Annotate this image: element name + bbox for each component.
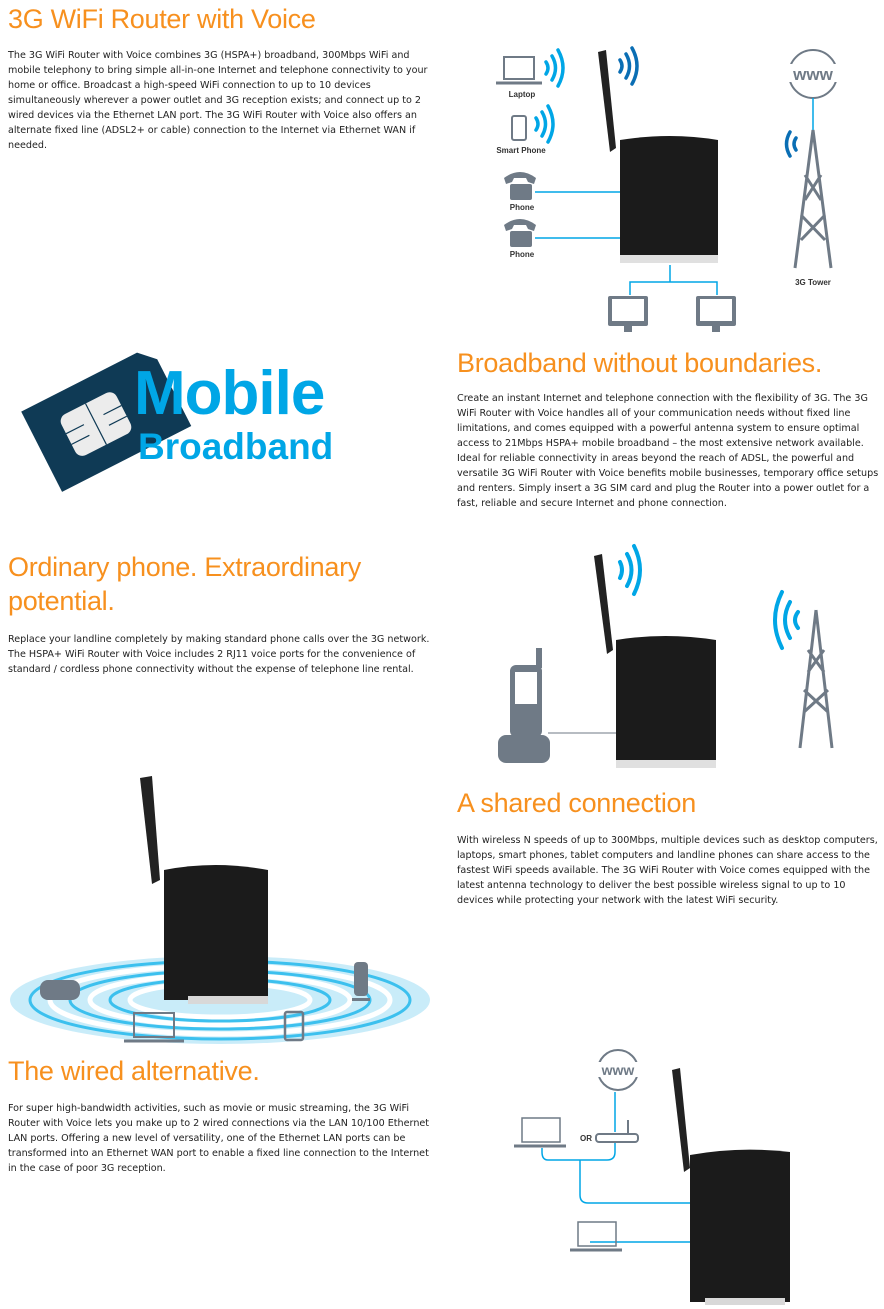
wifi-waves-icon bbox=[534, 104, 555, 144]
section-paragraph: Ideal for reliable connectivity in areas… bbox=[457, 453, 879, 509]
signal-waves-icon bbox=[773, 590, 800, 650]
svg-text:www: www bbox=[792, 65, 833, 84]
phone-diagram bbox=[470, 540, 884, 780]
phone-icon bbox=[504, 219, 536, 247]
signal-waves-icon bbox=[784, 130, 798, 158]
router-image bbox=[598, 50, 718, 263]
modem-icon bbox=[595, 1120, 639, 1143]
media-player-icon bbox=[352, 962, 370, 1001]
game-controller-icon bbox=[40, 980, 80, 1000]
section-paragraph: Replace your landline completely by maki… bbox=[8, 634, 430, 675]
smartphone-icon bbox=[511, 115, 527, 141]
page-title: 3G WiFi Router with Voice bbox=[8, 4, 316, 34]
cable-line bbox=[541, 1092, 690, 1243]
cable-line bbox=[629, 265, 718, 295]
section-phone: Ordinary phone. Extraordinary potential.… bbox=[8, 550, 438, 677]
wired-diagram: www OR bbox=[490, 1040, 884, 1309]
logo-broadband-text: Broadband bbox=[138, 426, 334, 467]
phone-label: Phone bbox=[509, 250, 535, 259]
router-image bbox=[140, 776, 268, 1004]
phone-icon bbox=[504, 172, 536, 200]
section-heading: Broadband without boundaries. bbox=[457, 348, 823, 378]
section-shared: A shared connection With wireless N spee… bbox=[457, 786, 884, 908]
router-image bbox=[594, 554, 716, 768]
section-paragraph: Create an instant Internet and telephone… bbox=[457, 393, 868, 449]
laptop-label: Laptop bbox=[508, 90, 536, 99]
mobile-broadband-logo: Mobile Broadband bbox=[14, 345, 434, 492]
3g-tower-icon bbox=[798, 609, 834, 749]
section-wired: The wired alternative. For super high-ba… bbox=[8, 1054, 438, 1176]
section-intro: 3G WiFi Router with Voice The 3G WiFi Ro… bbox=[8, 2, 438, 153]
desktop-icon bbox=[608, 296, 648, 332]
wired-diagram-svg: www OR bbox=[514, 1049, 790, 1305]
wifi-coverage-svg bbox=[10, 776, 430, 1044]
www-globe-icon: www bbox=[594, 1049, 642, 1091]
svg-text:www: www bbox=[601, 1062, 635, 1078]
cordless-phone-icon bbox=[498, 648, 550, 763]
section-heading: The wired alternative. bbox=[8, 1056, 260, 1086]
logo-mobile-text: Mobile bbox=[134, 359, 325, 428]
phone-label: Phone bbox=[509, 203, 535, 212]
or-label: OR bbox=[580, 1134, 592, 1143]
desktop-icon bbox=[696, 296, 736, 332]
wifi-coverage-illustration bbox=[0, 760, 440, 1060]
www-globe-icon: www bbox=[788, 49, 838, 99]
section-paragraph: With wireless N speeds of up to 300Mbps,… bbox=[457, 835, 878, 906]
section-paragraph: For super high-bandwidth activities, suc… bbox=[8, 1103, 430, 1174]
section-heading: A shared connection bbox=[457, 788, 696, 818]
network-diagram-svg: www bbox=[496, 46, 838, 332]
laptop-icon bbox=[496, 56, 542, 85]
wifi-waves-icon bbox=[618, 46, 639, 86]
wifi-waves-icon bbox=[544, 48, 565, 88]
network-diagram: www Laptop Smart Phone Phone Phone 3G To… bbox=[470, 0, 884, 340]
router-image bbox=[672, 1068, 790, 1305]
intro-paragraph: The 3G WiFi Router with Voice combines 3… bbox=[8, 50, 428, 151]
smartphone-label: Smart Phone bbox=[496, 146, 546, 155]
tablet-icon bbox=[283, 1010, 305, 1042]
sim-card-icon bbox=[21, 352, 192, 492]
cable-line bbox=[535, 191, 620, 239]
laptop-icon bbox=[570, 1221, 622, 1252]
tower-label: 3G Tower bbox=[795, 278, 831, 287]
3g-tower-icon bbox=[793, 129, 833, 269]
laptop-icon bbox=[514, 1117, 566, 1148]
section-broadband: Broadband without boundaries. Create an … bbox=[457, 346, 884, 511]
laptop-icon bbox=[124, 1012, 184, 1043]
phone-diagram-svg bbox=[498, 544, 834, 768]
wifi-waves-icon bbox=[618, 544, 642, 596]
section-heading: Ordinary phone. Extraordinary potential. bbox=[8, 552, 361, 616]
